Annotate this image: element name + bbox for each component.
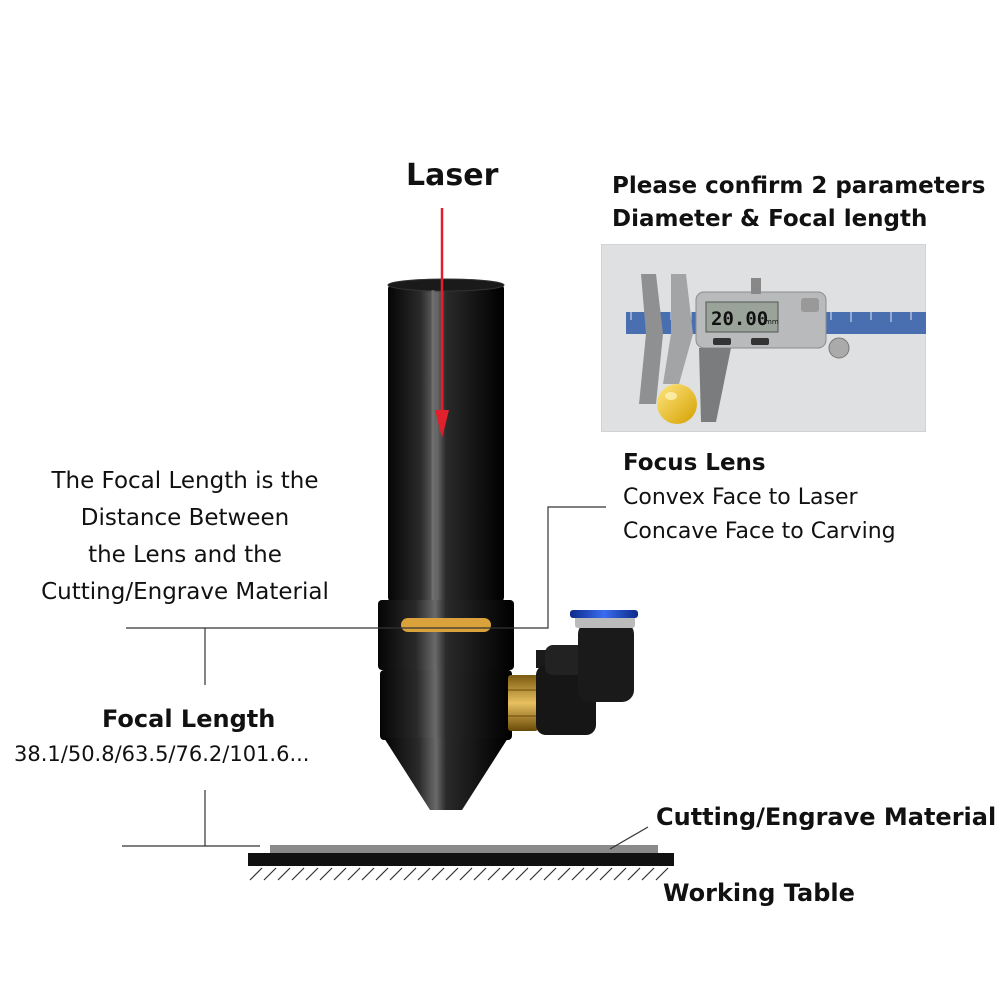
lens-ring (378, 600, 514, 670)
focal-length-dimension (122, 627, 378, 847)
focus-lens-leader (378, 506, 606, 629)
air-fitting (508, 610, 638, 735)
table-hatching (249, 867, 669, 881)
caliper-photo: 20.00 mm (601, 244, 926, 432)
working-table-label: Working Table (663, 879, 855, 907)
parameters-note-line2: Diameter & Focal length (612, 206, 928, 232)
material-leader (609, 826, 649, 850)
working-table (248, 853, 674, 866)
laser-tube (387, 278, 505, 603)
parameters-note-line1: Please confirm 2 parameters (612, 173, 986, 199)
nozzle-body (380, 670, 512, 740)
caliper-reading: 20.00 (711, 308, 768, 330)
focal-length-title: Focal Length (102, 705, 276, 733)
focal-length-explanation-line3: the Lens and the (88, 542, 282, 568)
focus-lens-title: Focus Lens (623, 450, 766, 476)
focal-length-explanation-line1: The Focal Length is the (51, 468, 319, 494)
focal-length-explanation-line4: Cutting/Engrave Material (41, 579, 329, 605)
material-label: Cutting/Engrave Material (656, 803, 997, 831)
focus-lens-desc-line2: Concave Face to Carving (623, 519, 896, 544)
focus-lens-desc-line1: Convex Face to Laser (623, 485, 858, 510)
caliper-unit: mm (765, 318, 779, 326)
nozzle-cone (384, 738, 508, 810)
focal-length-values: 38.1/50.8/63.5/76.2/101.6... (14, 742, 310, 766)
lens-slot (401, 618, 491, 632)
engrave-material (270, 845, 658, 853)
laser-label: Laser (406, 158, 499, 193)
laser-arrow (435, 208, 449, 438)
focal-length-explanation-line2: Distance Between (80, 505, 290, 531)
